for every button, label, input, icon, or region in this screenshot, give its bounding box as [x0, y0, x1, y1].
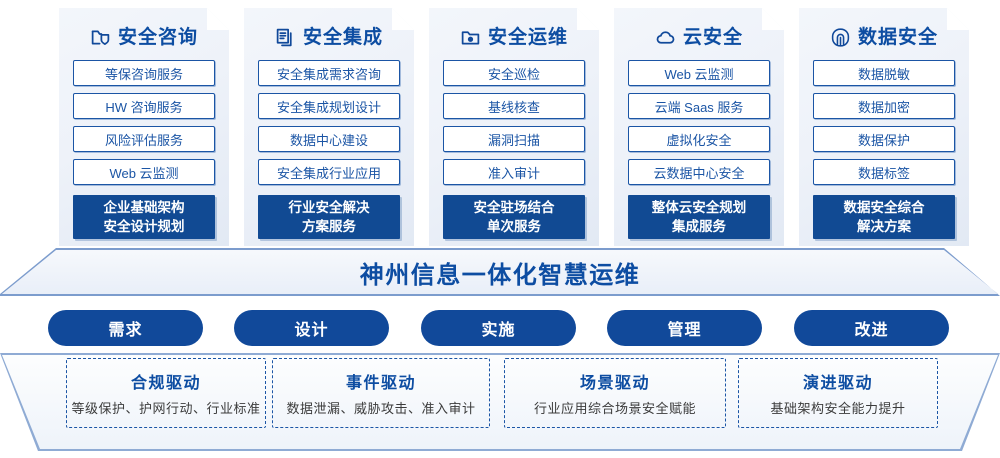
column-items: 数据脱敏 数据加密 数据保护 数据标签 数据安全综合 解决方案	[799, 60, 969, 239]
list-item[interactable]: 数据加密	[813, 93, 955, 119]
list-item[interactable]: 安全集成行业应用	[258, 159, 400, 185]
list-item[interactable]: 风险评估服务	[73, 126, 215, 152]
lifecycle-stage-demand[interactable]: 需求	[48, 310, 203, 346]
driver-scenario[interactable]: 场景驱动 行业应用综合场景安全赋能	[504, 358, 726, 428]
column-highlight[interactable]: 整体云安全规划 集成服务	[628, 195, 770, 239]
driver-boxes: 合规驱动 等级保护、护网行动、行业标准 事件驱动 数据泄漏、威胁攻击、准入审计 …	[0, 358, 1000, 442]
lifecycle-stages: 需求 设计 实施 管理 改进	[0, 310, 1000, 346]
highlight-line: 企业基础架构	[103, 200, 185, 215]
list-item[interactable]: 数据中心建设	[258, 126, 400, 152]
highlight-line: 行业安全解决	[288, 200, 370, 215]
column-header: 云安全	[614, 14, 784, 60]
list-item[interactable]: 等保咨询服务	[73, 60, 215, 86]
fingerprint-icon	[830, 27, 851, 48]
column-header: 安全集成	[244, 14, 414, 60]
column-title: 安全集成	[302, 26, 383, 48]
list-item[interactable]: 数据保护	[813, 126, 955, 152]
column-title: 安全运维	[487, 26, 568, 48]
driver-title: 演进驱动	[802, 375, 873, 392]
driver-title: 场景驱动	[579, 375, 650, 392]
highlight-line: 集成服务	[672, 219, 726, 234]
driver-compliance[interactable]: 合规驱动 等级保护、护网行动、行业标准	[66, 358, 266, 428]
driver-title: 合规驱动	[130, 375, 201, 392]
highlight-line: 解决方案	[857, 219, 911, 234]
list-item[interactable]: Web 云监测	[628, 60, 770, 86]
list-item[interactable]: Web 云监测	[73, 159, 215, 185]
list-item[interactable]: 安全集成规划设计	[258, 93, 400, 119]
lifecycle-stage-improvement[interactable]: 改进	[794, 310, 949, 346]
capability-column-data-security[interactable]: 数据安全 数据脱敏 数据加密 数据保护 数据标签 数据安全综合 解决方案	[799, 8, 969, 246]
capability-column-security-integration[interactable]: 安全集成 安全集成需求咨询 安全集成规划设计 数据中心建设 安全集成行业应用 行…	[244, 8, 414, 246]
highlight-line: 安全设计规划	[103, 219, 185, 234]
list-item[interactable]: 安全集成需求咨询	[258, 60, 400, 86]
platform-banner: 神州信息一体化智慧运维	[0, 248, 1000, 296]
driver-title: 事件驱动	[345, 375, 416, 392]
list-item[interactable]: 准入审计	[443, 159, 585, 185]
list-item[interactable]: 漏洞扫描	[443, 126, 585, 152]
list-item[interactable]: 数据标签	[813, 159, 955, 185]
driver-evolution[interactable]: 演进驱动 基础架构安全能力提升	[738, 358, 938, 428]
driver-subtitle: 基础架构安全能力提升	[770, 401, 906, 416]
driver-subtitle: 等级保护、护网行动、行业标准	[71, 401, 261, 416]
highlight-line: 安全驻场结合	[473, 200, 555, 215]
list-item[interactable]: 基线核查	[443, 93, 585, 119]
driver-incident[interactable]: 事件驱动 数据泄漏、威胁攻击、准入审计	[272, 358, 490, 428]
driver-subtitle: 行业应用综合场景安全赋能	[533, 401, 696, 416]
lifecycle-stage-implementation[interactable]: 实施	[421, 310, 576, 346]
list-item[interactable]: 云端 Saas 服务	[628, 93, 770, 119]
column-highlight[interactable]: 数据安全综合 解决方案	[813, 195, 955, 239]
column-highlight[interactable]: 安全驻场结合 单次服务	[443, 195, 585, 239]
highlight-line: 数据安全综合	[843, 200, 925, 215]
column-header: 安全咨询	[59, 14, 229, 60]
highlight-line: 单次服务	[487, 219, 541, 234]
column-items: Web 云监测 云端 Saas 服务 虚拟化安全 云数据中心安全 整体云安全规划…	[614, 60, 784, 239]
cloud-icon	[655, 27, 676, 48]
list-item[interactable]: 安全巡检	[443, 60, 585, 86]
platform-banner-title: 神州信息一体化智慧运维	[359, 261, 641, 289]
column-header: 数据安全	[799, 14, 969, 60]
highlight-line: 整体云安全规划	[651, 200, 747, 215]
column-items: 等保咨询服务 HW 咨询服务 风险评估服务 Web 云监测 企业基础架构 安全设…	[59, 60, 229, 239]
lifecycle-stage-management[interactable]: 管理	[607, 310, 762, 346]
column-items: 安全巡检 基线核查 漏洞扫描 准入审计 安全驻场结合 单次服务	[429, 60, 599, 239]
column-title: 云安全	[682, 26, 743, 48]
column-items: 安全集成需求咨询 安全集成规划设计 数据中心建设 安全集成行业应用 行业安全解决…	[244, 60, 414, 239]
list-item[interactable]: HW 咨询服务	[73, 93, 215, 119]
column-highlight[interactable]: 企业基础架构 安全设计规划	[73, 195, 215, 239]
capability-column-cloud-security[interactable]: 云安全 Web 云监测 云端 Saas 服务 虚拟化安全 云数据中心安全 整体云…	[614, 8, 784, 246]
capability-columns: 安全咨询 等保咨询服务 HW 咨询服务 风险评估服务 Web 云监测 企业基础架…	[0, 0, 1000, 252]
list-item[interactable]: 虚拟化安全	[628, 126, 770, 152]
column-title: 数据安全	[857, 26, 938, 48]
list-item[interactable]: 数据脱敏	[813, 60, 955, 86]
highlight-line: 方案服务	[302, 219, 356, 234]
column-highlight[interactable]: 行业安全解决 方案服务	[258, 195, 400, 239]
folder-shield-icon	[90, 27, 111, 48]
list-item[interactable]: 云数据中心安全	[628, 159, 770, 185]
lifecycle-stage-design[interactable]: 设计	[234, 310, 389, 346]
folder-chart-icon	[460, 27, 481, 48]
capability-column-security-consulting[interactable]: 安全咨询 等保咨询服务 HW 咨询服务 风险评估服务 Web 云监测 企业基础架…	[59, 8, 229, 246]
column-title: 安全咨询	[117, 26, 198, 48]
driver-subtitle: 数据泄漏、威胁攻击、准入审计	[286, 401, 476, 416]
column-header: 安全运维	[429, 14, 599, 60]
documents-stack-icon	[275, 27, 296, 48]
capability-column-security-operations[interactable]: 安全运维 安全巡检 基线核查 漏洞扫描 准入审计 安全驻场结合 单次服务	[429, 8, 599, 246]
